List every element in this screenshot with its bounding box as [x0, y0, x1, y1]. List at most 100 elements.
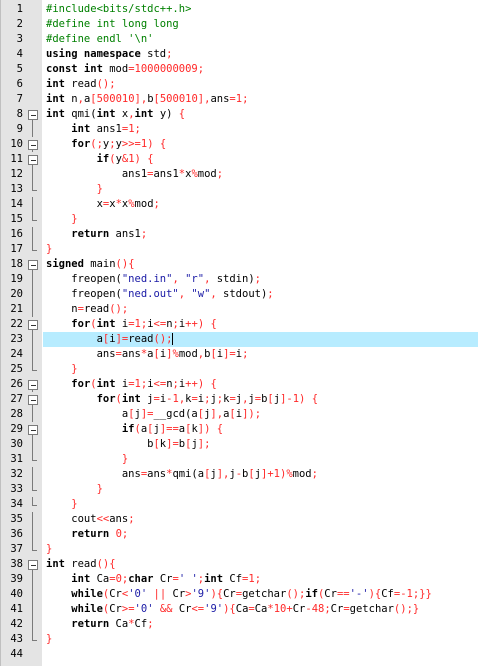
code-line[interactable]: 34 }	[1, 497, 478, 512]
code-line[interactable]: 10 for(;y;y>>=1) {	[1, 137, 478, 152]
code-line[interactable]: 13 }	[1, 182, 478, 197]
code-text[interactable]: #define int long long	[43, 17, 478, 32]
code-text[interactable]: int ans1=1;	[43, 122, 478, 137]
code-text[interactable]: signed main(){	[43, 257, 478, 272]
code-line[interactable]: 37}	[1, 542, 478, 557]
code-line[interactable]: 2#define int long long	[1, 17, 478, 32]
code-line[interactable]: 24 ans=ans*a[i]%mod,b[i]=i;	[1, 347, 478, 362]
code-text[interactable]: #include<bits/stdc++.h>	[43, 2, 478, 17]
code-text[interactable]: int read(){	[43, 557, 478, 572]
fold-toggle-icon[interactable]	[27, 392, 41, 407]
code-line[interactable]: 31 }	[1, 452, 478, 467]
code-text[interactable]: freopen("ned.in", "r", stdin);	[43, 272, 478, 287]
code-line[interactable]: 43}	[1, 632, 478, 647]
code-line[interactable]: 42 return Ca*Cf;	[1, 617, 478, 632]
code-line[interactable]: 26 for(int i=1;i<=n;i++) {	[1, 377, 478, 392]
code-line[interactable]: 12 ans1=ans1*x%mod;	[1, 167, 478, 182]
code-text[interactable]: if(y&1) {	[43, 152, 478, 167]
code-text[interactable]: b[k]=b[j];	[43, 437, 478, 452]
code-line[interactable]: 29 if(a[j]==a[k]) {	[1, 422, 478, 437]
code-text[interactable]: return Ca*Cf;	[43, 617, 478, 632]
code-token: b	[147, 93, 154, 105]
code-text[interactable]: for(int j=i-1,k=i;j;k=j,j=b[j]-1) {	[43, 392, 478, 407]
code-text[interactable]: int n,a[500010],b[500010],ans=1;	[43, 92, 478, 107]
code-text[interactable]: n=read();	[43, 302, 478, 317]
code-line[interactable]: 36 return 0;	[1, 527, 478, 542]
code-text[interactable]: if(a[j]==a[k]) {	[43, 422, 478, 437]
code-line[interactable]: 41 while(Cr>='0' && Cr<='9'){Ca=Ca*10+Cr…	[1, 602, 478, 617]
fold-toggle-icon[interactable]	[27, 107, 41, 122]
fold-toggle-icon[interactable]	[27, 152, 41, 167]
code-line[interactable]: 15 }	[1, 212, 478, 227]
code-text[interactable]: x=x*x%mod;	[43, 197, 478, 212]
code-line[interactable]: 28 a[j]=__gcd(a[j],a[i]);	[1, 407, 478, 422]
code-line[interactable]: 22 for(int i=1;i<=n;i++) {	[1, 317, 478, 332]
code-text[interactable]: int Ca=0;char Cr=' ';int Cf=1;	[43, 572, 478, 587]
code-text[interactable]: return 0;	[43, 527, 478, 542]
code-line[interactable]: 14 x=x*x%mod;	[1, 197, 478, 212]
code-text[interactable]: cout<<ans;	[43, 512, 478, 527]
code-text[interactable]: return ans1;	[43, 227, 478, 242]
code-token: if	[121, 423, 135, 435]
code-text[interactable]: using namespace std;	[43, 47, 478, 62]
code-line[interactable]: 17}	[1, 242, 478, 257]
fold-toggle-icon[interactable]	[27, 257, 41, 272]
code-text[interactable]: int read();	[43, 77, 478, 92]
code-line[interactable]: 35 cout<<ans;	[1, 512, 478, 527]
code-line[interactable]: 23 a[i]=read();	[1, 332, 478, 347]
fold-toggle-icon[interactable]	[27, 377, 41, 392]
code-text[interactable]: #define endl '\n'	[43, 32, 478, 47]
code-line[interactable]: 3#define endl '\n'	[1, 32, 478, 47]
code-text[interactable]: }	[43, 632, 478, 647]
code-line[interactable]: 33 }	[1, 482, 478, 497]
code-line[interactable]: 1#include<bits/stdc++.h>	[1, 2, 478, 17]
code-line[interactable]: 40 while(Cr<'0' || Cr>'9'){Cr=getchar();…	[1, 587, 478, 602]
code-text[interactable]: }	[43, 182, 478, 197]
code-text[interactable]: while(Cr>='0' && Cr<='9'){Ca=Ca*10+Cr-48…	[43, 602, 478, 617]
code-text[interactable]: }	[43, 362, 478, 377]
code-text[interactable]: const int mod=1000000009;	[43, 62, 478, 77]
code-line[interactable]: 9 int ans1=1;	[1, 122, 478, 137]
code-text[interactable]	[43, 647, 478, 662]
code-text[interactable]: while(Cr<'0' || Cr>'9'){Cr=getchar();if(…	[43, 587, 478, 602]
code-text[interactable]: freopen("ned.out", "w", stdout);	[43, 287, 478, 302]
code-text[interactable]: }	[43, 212, 478, 227]
code-line[interactable]: 39 int Ca=0;char Cr=' ';int Cf=1;	[1, 572, 478, 587]
code-text[interactable]: ans1=ans1*x%mod;	[43, 167, 478, 182]
code-text[interactable]: for(;y;y>>=1) {	[43, 137, 478, 152]
fold-toggle-icon[interactable]	[27, 317, 41, 332]
code-text[interactable]: }	[43, 482, 478, 497]
code-line[interactable]: 11 if(y&1) {	[1, 152, 478, 167]
code-text[interactable]: }	[43, 242, 478, 257]
fold-toggle-icon[interactable]	[27, 422, 41, 437]
code-line[interactable]: 44	[1, 647, 478, 662]
code-text[interactable]: int qmi(int x,int y) {	[43, 107, 478, 122]
code-text[interactable]: }	[43, 452, 478, 467]
code-text[interactable]: }	[43, 497, 478, 512]
code-text[interactable]: for(int i=1;i<=n;i++) {	[43, 377, 478, 392]
code-line[interactable]: 20 freopen("ned.out", "w", stdout);	[1, 287, 478, 302]
code-text[interactable]: a[j]=__gcd(a[j],a[i]);	[43, 407, 478, 422]
code-line[interactable]: 27 for(int j=i-1,k=i;j;k=j,j=b[j]-1) {	[1, 392, 478, 407]
code-line[interactable]: 21 n=read();	[1, 302, 478, 317]
code-text[interactable]: for(int i=1;i<=n;i++) {	[43, 317, 478, 332]
code-text[interactable]: }	[43, 542, 478, 557]
code-text[interactable]: a[i]=read();	[43, 332, 478, 347]
code-line[interactable]: 16 return ans1;	[1, 227, 478, 242]
fold-toggle-icon[interactable]	[27, 557, 41, 572]
code-text[interactable]: ans=ans*qmi(a[j],j-b[j]+1)%mod;	[43, 467, 478, 482]
code-line[interactable]: 30 b[k]=b[j];	[1, 437, 478, 452]
fold-toggle-icon[interactable]	[27, 137, 41, 152]
code-line[interactable]: 25 }	[1, 362, 478, 377]
code-line[interactable]: 19 freopen("ned.in", "r", stdin);	[1, 272, 478, 287]
code-text[interactable]: ans=ans*a[i]%mod,b[i]=i;	[43, 347, 478, 362]
code-line[interactable]: 32 ans=ans*qmi(a[j],j-b[j]+1)%mod;	[1, 467, 478, 482]
